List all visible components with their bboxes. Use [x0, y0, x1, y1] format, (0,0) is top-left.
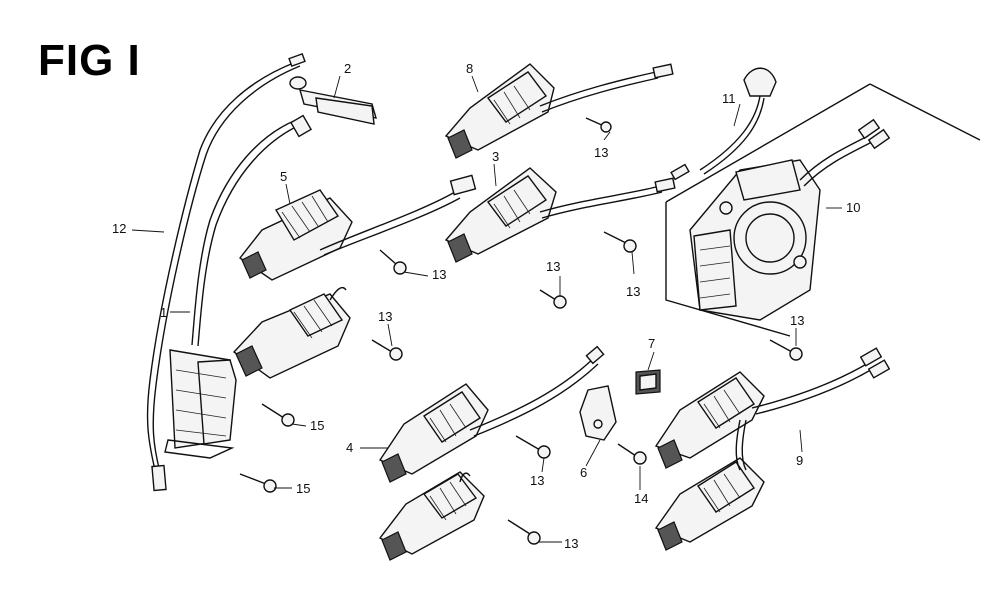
figure-title: FIG I [38, 36, 141, 85]
grommet-7 [635, 369, 661, 395]
callout-2: 2 [344, 61, 352, 76]
callout-7: 7 [648, 336, 656, 351]
charge-coil [232, 286, 351, 379]
high-tension-wire-12 [146, 52, 306, 492]
callout-1: 1 [160, 305, 168, 320]
spark-plug-cap-2 [289, 76, 377, 125]
callout-13f: 13 [790, 313, 805, 328]
callout-3: 3 [492, 149, 500, 164]
callout-10: 10 [846, 200, 861, 215]
stator-assembly-10 [665, 67, 981, 337]
callout-13d: 13 [626, 284, 641, 299]
exciter-coil-5 [238, 174, 477, 281]
pulser-coil-4 [378, 345, 605, 483]
coil-assembly-9 [654, 347, 891, 551]
pulser-coil-8 [444, 63, 674, 159]
callout-11: 11 [722, 91, 736, 106]
leader-lines [131, 75, 842, 543]
pulser-coil-3 [444, 167, 676, 263]
callout-14: 14 [634, 491, 649, 506]
callout-6: 6 [580, 465, 588, 480]
bracket-6 [579, 385, 617, 441]
callout-12: 12 [112, 221, 127, 236]
callout-4: 4 [346, 440, 354, 455]
callout-9: 9 [796, 453, 804, 468]
callout-13b: 13 [546, 259, 561, 274]
pulser-coil-lower [378, 471, 485, 561]
callout-13h: 13 [564, 536, 579, 551]
callout-13c: 13 [432, 267, 447, 282]
callout-15a: 15 [310, 418, 325, 433]
callout-8: 8 [466, 61, 474, 76]
callout-5: 5 [280, 169, 288, 184]
callout-13e: 13 [378, 309, 393, 324]
callout-13g: 13 [530, 473, 545, 488]
callout-15b: 15 [296, 481, 311, 496]
ignition-coil-1 [164, 114, 313, 459]
bolts-13-14-15 [239, 117, 803, 545]
callout-13a: 13 [594, 145, 609, 160]
